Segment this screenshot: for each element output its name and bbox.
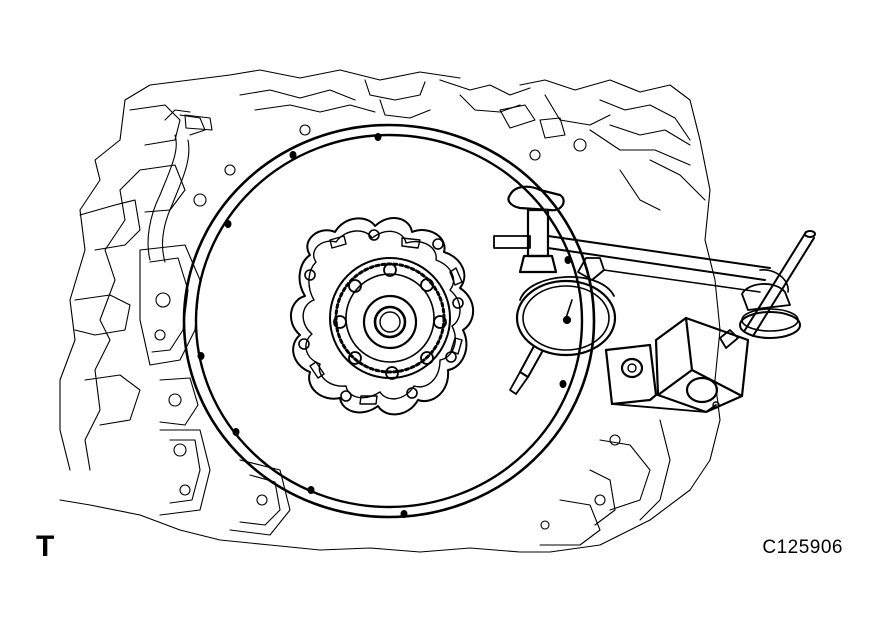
flywheel-holes xyxy=(197,133,572,518)
magnetic-base xyxy=(604,316,750,414)
dial-indicator xyxy=(493,185,617,395)
indicator-arm xyxy=(547,230,816,339)
flywheel xyxy=(182,123,596,519)
engine-block-background xyxy=(59,69,721,553)
figure-id-label: C125906 xyxy=(762,537,843,558)
hub-plate xyxy=(290,217,475,416)
corner-mark: T xyxy=(36,530,55,563)
